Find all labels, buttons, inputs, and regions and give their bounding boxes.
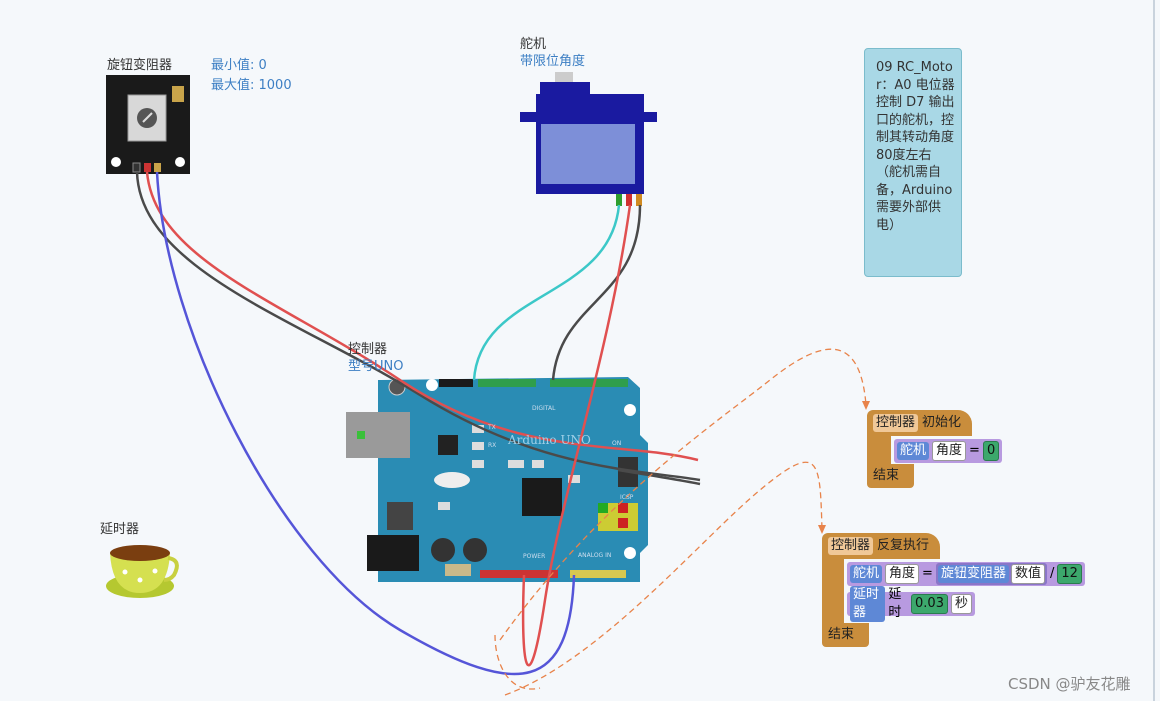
loop-prop[interactable]: 角度 [885, 564, 920, 584]
loop-sensor-prop[interactable]: 数值 [1010, 564, 1045, 584]
board-on-label: ON [612, 440, 622, 447]
loop-timer-action: 延时 [888, 587, 902, 620]
loop-owner: 控制器 [828, 537, 874, 555]
init-end: 结束 [867, 464, 914, 488]
init-value[interactable]: 0 [982, 441, 1000, 461]
potentiometer-module[interactable] [106, 75, 190, 174]
loop-timer: 延时器 [850, 586, 886, 622]
init-device: 舵机 [897, 442, 930, 460]
arduino-uno-board[interactable] [346, 377, 648, 582]
loop-unit: 秒 [950, 594, 972, 614]
board-rx-label: RX [488, 442, 497, 449]
board-power-label: POWER [523, 553, 546, 560]
loop-op: = [922, 566, 933, 581]
board-digital-label: DIGITAL [532, 405, 556, 412]
board-name: Arduino UNO [508, 433, 591, 447]
init-assign-block[interactable]: 舵机 角度 = 0 [894, 439, 1003, 463]
controller-subtitle: 型号UNO [348, 359, 404, 374]
delay-block[interactable]: 延时器 延时 0.03 秒 [847, 586, 975, 622]
loop-device: 舵机 [850, 565, 883, 583]
loop-div: / [1049, 566, 1055, 581]
board-tx-label: TX [488, 424, 496, 431]
loop-event-block[interactable]: 控制器 反复执行 舵机 角度 = 旋钮变阻器 数值 / 12 延时器 [822, 533, 1085, 647]
init-prop[interactable]: 角度 [932, 441, 967, 461]
timer-cup-icon[interactable] [106, 545, 179, 598]
timer-title: 延时器 [100, 522, 140, 537]
watermark: CSDN @驴友花雕 [1008, 675, 1131, 693]
init-op: = [969, 443, 980, 458]
wire-pot-gnd [135, 171, 701, 482]
wire-pot-signal [155, 171, 576, 676]
board-icsp-label: ICSP [620, 494, 634, 501]
wire-black-icsp [617, 468, 701, 486]
loop-sensor: 旋钮变阻器 [937, 565, 1009, 583]
wire-servo-signal [472, 204, 621, 381]
loop-delay[interactable]: 0.03 [911, 594, 948, 614]
wires [135, 171, 701, 676]
loop-event: 反复执行 [877, 538, 930, 553]
wire-pot-vcc [145, 171, 699, 462]
icsp-header [598, 503, 638, 531]
loop-assign-block[interactable]: 舵机 角度 = 旋钮变阻器 数值 / 12 [847, 562, 1085, 586]
flow-arrows [494, 348, 867, 696]
init-owner: 控制器 [873, 414, 919, 432]
init-event: 初始化 [922, 415, 962, 430]
loop-end: 结束 [822, 623, 869, 647]
panel-divider [1153, 0, 1155, 701]
servo-title: 舵机 [520, 37, 547, 52]
comment-note[interactable]: 09 RC_Motor：A0 电位器控制 D7 输出口的舵机，控制其转动角度80… [864, 48, 962, 277]
potentiometer-max: 最大值: 1000 [211, 78, 292, 93]
sensor-read-block[interactable]: 旋钮变阻器 数值 [935, 563, 1047, 585]
board-analog-label: ANALOG IN [578, 552, 612, 559]
loop-divisor[interactable]: 12 [1057, 564, 1082, 584]
wire-servo-gnd [551, 204, 642, 381]
init-event-block[interactable]: 控制器 初始化 舵机 角度 = 0 结束 [867, 410, 1003, 488]
potentiometer-min: 最小值: 0 [211, 58, 267, 73]
servo-motor[interactable] [520, 72, 657, 206]
wire-servo-vcc [521, 204, 632, 667]
controller-title: 控制器 [348, 342, 388, 357]
servo-subtitle: 带限位角度 [520, 54, 586, 69]
potentiometer-title: 旋钮变阻器 [107, 58, 173, 73]
